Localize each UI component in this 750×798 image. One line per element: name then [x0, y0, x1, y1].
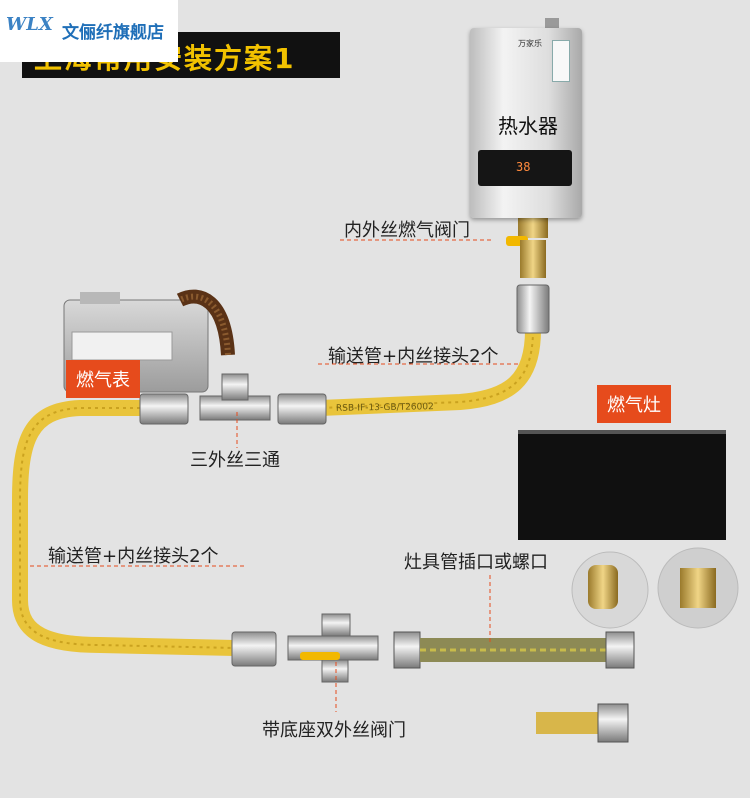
label-gas-valve: 内外丝燃气阀门 — [344, 220, 470, 241]
label-tee: 三外丝三通 — [190, 450, 280, 471]
shop-badge — [0, 0, 178, 62]
heater-sticker — [552, 40, 570, 82]
heater-label: 热水器 — [498, 114, 558, 138]
pipe-print: RSB-IF-13-GB/T26002 — [335, 402, 434, 414]
tag-gas-meter: 燃气表 — [66, 360, 140, 398]
pipe-left — [11, 400, 243, 656]
heater-brand: 万家乐 — [518, 39, 542, 48]
gas-stove — [518, 430, 726, 540]
pipe-upper — [312, 322, 541, 416]
heater-display-panel — [478, 150, 572, 186]
label-pipe-upper: 输送管+内丝接头2个 — [328, 346, 499, 367]
tag-stove: 燃气灶 — [597, 385, 671, 423]
shop-logo: WLX — [6, 14, 53, 35]
heater-display-value: 38 — [516, 160, 531, 174]
label-stove-socket: 灶具管插口或螺口 — [404, 552, 548, 573]
label-pipe-left: 输送管+内丝接头2个 — [48, 546, 219, 567]
shop-name: 文俪纤旗舰店 — [62, 23, 164, 43]
label-base-valve: 带底座双外丝阀门 — [262, 720, 406, 741]
